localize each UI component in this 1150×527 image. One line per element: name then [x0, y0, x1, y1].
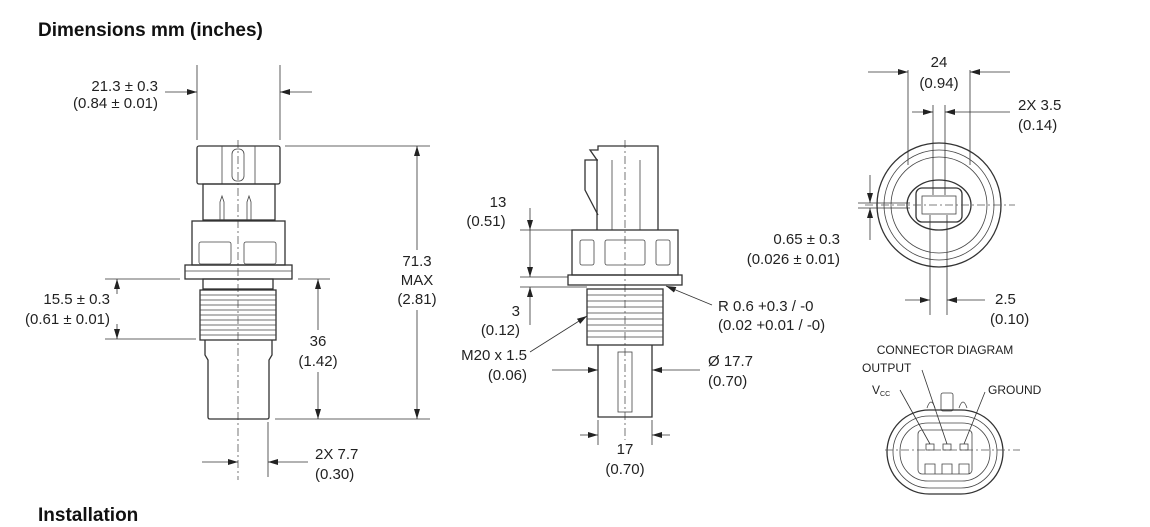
probe-length-in: (1.42): [298, 353, 337, 370]
radius-in: (0.02 +0.01 / -0): [718, 317, 825, 334]
top-view: 24 (0.94) 2X 3.5 (0.14) 0.65 ± 0.3 (0.02…: [747, 54, 1062, 328]
probe-offset-in: (0.30): [315, 466, 354, 483]
pin-width-in: (0.10): [990, 311, 1029, 328]
thread-length-in: (0.61 ± 0.01): [25, 311, 110, 328]
pin-label-output: OUTPUT: [862, 361, 912, 375]
pin-width-mm: 2.5: [995, 291, 1016, 308]
pin-label-vcc: VCC: [872, 383, 890, 398]
gap-in: (0.12): [481, 322, 520, 339]
hex-flats-in: (0.70): [605, 461, 644, 478]
total-height-mm: 71.3: [402, 253, 431, 270]
hex-height-in: (0.51): [466, 213, 505, 230]
total-height-note: MAX: [401, 272, 434, 289]
top-width-in: (0.94): [919, 75, 958, 92]
front-view: 13 (0.51) 3 (0.12) M20 x 1.5 (0.06) R 0.…: [461, 140, 825, 478]
side-view: 21.3 ± 0.3 (0.84 ± 0.01) 71.3 MAX (2.81)…: [25, 65, 437, 483]
hex-height-mm: 13: [490, 194, 507, 211]
pin-spacing-mm: 2X 3.5: [1018, 97, 1061, 114]
radius-mm: R 0.6 +0.3 / -0: [718, 298, 813, 315]
probe-diameter-in: (0.70): [708, 373, 747, 390]
top-width-mm: 24: [931, 54, 948, 71]
dimension-drawing: 21.3 ± 0.3 (0.84 ± 0.01) 71.3 MAX (2.81)…: [25, 54, 1062, 495]
probe-diameter-mm: Ø 17.7: [708, 353, 753, 370]
dimensions-heading: Dimensions mm (inches): [38, 20, 263, 41]
thread-length-mm: 15.5 ± 0.3: [43, 291, 110, 308]
thread-spec-in: (0.06): [488, 367, 527, 384]
gap-mm: 3: [512, 303, 520, 320]
probe-length-mm: 36: [310, 333, 327, 350]
pin-thickness-in: (0.026 ± 0.01): [747, 251, 840, 268]
probe-offset-mm: 2X 7.7: [315, 446, 358, 463]
width-top-in: (0.84 ± 0.01): [73, 95, 158, 112]
connector-diagram-title: CONNECTOR DIAGRAM: [877, 343, 1013, 357]
connector-diagram: CONNECTOR DIAGRAM OUTPUT VCC GROUND: [862, 343, 1042, 495]
total-height-in: (2.81): [397, 291, 436, 308]
pin-spacing-in: (0.14): [1018, 117, 1057, 134]
width-top-mm: 21.3 ± 0.3: [91, 78, 158, 95]
pin-label-ground: GROUND: [988, 383, 1042, 397]
hex-flats-mm: 17: [617, 441, 634, 458]
pin-thickness-mm: 0.65 ± 0.3: [773, 231, 840, 248]
thread-spec-mm: M20 x 1.5: [461, 347, 527, 364]
